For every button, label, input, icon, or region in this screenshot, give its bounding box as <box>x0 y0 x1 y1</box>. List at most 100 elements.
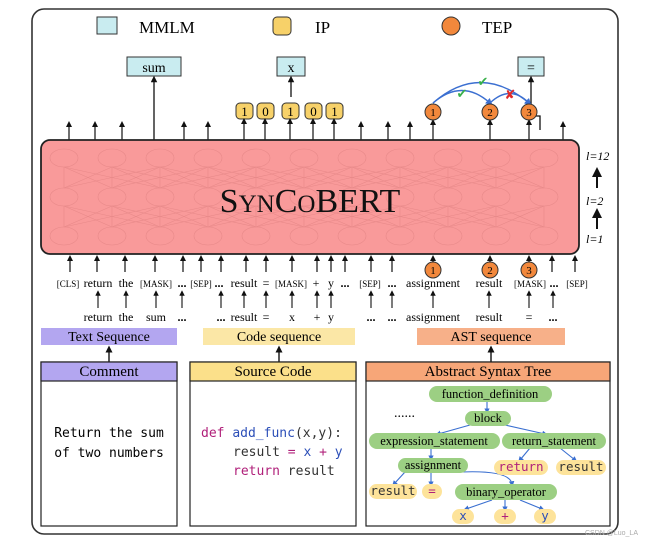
ip-bit-5: 1 <box>331 104 338 119</box>
original-token: result <box>476 310 503 324</box>
ast-leaf-result-left: result <box>370 483 415 498</box>
ast-title: Abstract Syntax Tree <box>425 364 552 380</box>
ip-bit-3: 1 <box>287 104 294 119</box>
original-token: assignment <box>406 310 461 324</box>
masked-token: [SEP] <box>359 279 381 289</box>
model-name: SYNCOBERT <box>220 183 401 220</box>
ast-node-expression-statement: expression_statement <box>380 434 488 448</box>
original-token: ... <box>388 310 397 324</box>
code-line-1: def add_func(x,y): <box>201 426 342 441</box>
original-token: ... <box>217 310 226 324</box>
comment-line-1: Return the sum <box>54 426 164 441</box>
ast-node-return-statement: return_statement <box>512 434 597 448</box>
masked-token: assignment <box>406 276 461 290</box>
layer-1: l=1 <box>586 232 603 246</box>
ast-leaf-plus: + <box>501 508 509 523</box>
layer-12: l=12 <box>586 149 609 163</box>
output-x: x <box>288 61 295 76</box>
masked-token: + <box>313 276 320 290</box>
legend-mmlm: MMLM <box>139 18 195 37</box>
tep-out-2: 2 <box>487 107 493 119</box>
code-line-2: result = x + y <box>233 445 343 460</box>
legend-tep: TEP <box>482 18 512 37</box>
masked-token: the <box>119 276 134 290</box>
tep-in-2: 2 <box>487 265 493 277</box>
ip-bit-4: 0 <box>310 104 317 119</box>
output-eq: = <box>527 61 535 76</box>
ip-swatch <box>272 16 292 36</box>
comment-panel: Comment Return the sum of two numbers <box>40 361 178 527</box>
original-token: x <box>289 310 295 324</box>
source-code-title: Source Code <box>234 364 311 380</box>
masked-token: ... <box>388 276 397 290</box>
masked-token: [CLS] <box>57 279 80 289</box>
tep-out-1: 1 <box>430 107 436 119</box>
ip-bit-1: 1 <box>241 104 248 119</box>
ast-node-function-definition: function_definition <box>442 387 539 401</box>
cross-icon: ✘ <box>505 87 516 102</box>
masked-token: ... <box>178 276 187 290</box>
original-token: the <box>119 310 134 324</box>
masked-token: return <box>84 276 113 290</box>
code-line-3: return result <box>233 464 335 479</box>
watermark: CSDN @Luo_LA <box>585 530 638 537</box>
masked-token: y <box>328 276 334 290</box>
ast-leaf-x: x <box>459 508 467 523</box>
masked-token: = <box>263 276 270 290</box>
original-token: = <box>526 310 533 324</box>
original-token: sum <box>146 310 167 324</box>
comment-line-2: of two numbers <box>54 446 164 461</box>
tep-output: ✔ ✔ ✘ 1 2 3 <box>424 74 538 140</box>
model-output-arrows <box>66 121 566 140</box>
ast-leaf-result-right: result <box>558 459 603 474</box>
masked-token: [SEP] <box>566 279 588 289</box>
ast-leaf-eq: = <box>428 483 436 498</box>
masked-token: [MASK] <box>140 279 172 289</box>
ast-node-assignment: assignment <box>405 458 462 472</box>
source-code-panel: Source Code def add_func(x,y): result = … <box>189 361 357 527</box>
tep-swatch <box>441 16 461 36</box>
ip-bits: 1 0 1 0 1 <box>235 102 344 140</box>
original-token: ... <box>367 310 376 324</box>
tep-out-3: 3 <box>526 107 532 119</box>
layer-labels: l=12 l=2 l=1 <box>586 149 609 246</box>
masked-token: ... <box>215 276 224 290</box>
ast-sequence-label: AST sequence <box>451 330 532 345</box>
text-sequence-box <box>41 328 177 345</box>
code-sequence-label: Code sequence <box>237 330 321 345</box>
original-token: + <box>314 310 321 324</box>
comment-title: Comment <box>79 364 139 380</box>
ast-sequence-box <box>417 328 565 345</box>
ast-ellipsis: ...... <box>394 406 415 421</box>
masked-token: [MASK] <box>275 279 307 289</box>
masked-token: ... <box>550 276 559 290</box>
masked-token: [SEP] <box>190 279 212 289</box>
ip-bit-2: 0 <box>262 104 269 119</box>
ast-leaf-y: y <box>541 508 549 523</box>
tep-input-nodes: 1 2 3 <box>424 255 538 279</box>
tep-in-3: 3 <box>526 265 532 277</box>
ast-leaf-return: return <box>498 459 543 474</box>
legend: MMLM IP TEP <box>96 16 512 37</box>
ast-node-block: block <box>474 411 503 425</box>
check-icon: ✔ <box>457 86 468 101</box>
masked-token: result <box>231 276 258 290</box>
ast-panel: Abstract Syntax Tree ...... function_def… <box>365 361 611 527</box>
check-icon: ✔ <box>478 74 489 89</box>
text-sequence-label: Text Sequence <box>68 330 150 345</box>
ast-node-binary-operator: binary_operator <box>466 485 547 499</box>
sequence-boxes: Text Sequence Code sequence AST sequence <box>41 328 565 345</box>
legend-ip: IP <box>315 18 330 37</box>
masked-token: [MASK] <box>514 279 546 289</box>
output-sum: sum <box>142 61 165 76</box>
original-token: = <box>263 310 270 324</box>
original-token: y <box>328 310 334 324</box>
code-sequence-box <box>203 328 355 345</box>
tep-in-1: 1 <box>430 265 436 277</box>
syncobert-model: SYNCOBERT <box>40 139 580 255</box>
original-token: ... <box>178 310 187 324</box>
original-token: return <box>84 310 113 324</box>
